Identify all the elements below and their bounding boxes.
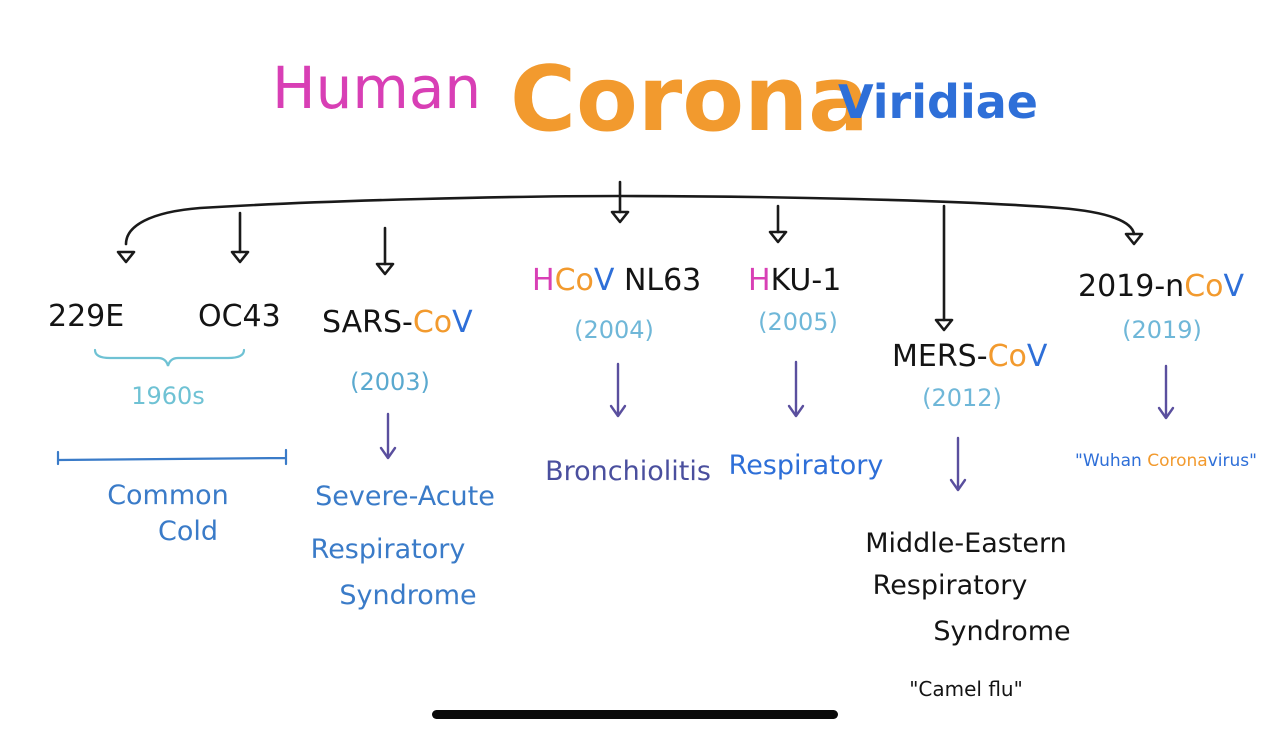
group-hcov-nl63: HCoV NL63 (2004) Bronchiolitis: [532, 263, 711, 487]
virus-nl63-name-suffix: NL63: [614, 263, 701, 298]
arrow-hku1-disease: [787, 360, 805, 418]
virus-mers-name-co: Co: [988, 339, 1027, 374]
virus-mers-name-v: V: [1027, 339, 1048, 374]
arrowhead-mers: [934, 318, 954, 332]
note-wuhan-open: "Wuhan: [1075, 451, 1147, 471]
note-wuhan-coronavirus: "Wuhan Coronavirus": [1075, 451, 1257, 471]
arrow-sars-disease: [379, 412, 397, 460]
arrowhead-nl63: [610, 210, 630, 224]
year-ncov: (2019): [1122, 316, 1202, 344]
virus-mers-name-prefix: MERS-: [892, 339, 988, 374]
note-wuhan-corona: Corona: [1147, 451, 1207, 471]
disease-mers-line1: Middle-Eastern: [865, 528, 1067, 559]
disease-sars-line2: Respiratory: [311, 534, 466, 565]
disease-hku1: Respiratory: [729, 450, 884, 481]
left-branch-curve: [124, 194, 622, 246]
virus-sars-name-prefix: SARS-: [322, 305, 413, 340]
arrowhead-sars: [375, 262, 395, 276]
brace-1960s: [93, 348, 246, 367]
arrowhead-hku1: [768, 230, 788, 244]
group-sars-cov: SARS-CoV (2003) Severe-Acute Respiratory…: [311, 305, 495, 611]
branch-connectors: [116, 180, 1144, 332]
arrowhead-229e: [116, 250, 136, 264]
group-229e-oc43: 229E OC43 1960s Common Cold: [48, 299, 288, 547]
virus-hku1-name-rest: KU-1: [771, 263, 842, 298]
year-sars: (2003): [350, 368, 430, 396]
disease-common-cold-line1: Common: [107, 480, 229, 511]
virus-sars-name: SARS-CoV: [322, 305, 473, 340]
virus-sars-name-co: Co: [413, 305, 452, 340]
title-viridiae: Viridiae: [838, 75, 1038, 129]
virus-nl63-name-h: H: [532, 263, 555, 298]
virus-mers-name: MERS-CoV: [892, 339, 1048, 374]
arrow-mers-disease: [949, 436, 967, 492]
arrow-nl63-disease: [609, 362, 627, 418]
virus-hku1-name: HKU-1: [748, 263, 841, 298]
title-human: Human: [272, 54, 481, 122]
disease-mers-line2: Respiratory: [873, 570, 1028, 601]
arrow-ncov-disease: [1157, 364, 1175, 420]
virus-229e-name: 229E: [48, 299, 124, 334]
disease-mers-line3: Syndrome: [933, 616, 1070, 647]
group-hku-1: HKU-1 (2005) Respiratory: [729, 263, 884, 481]
group-mers-cov: MERS-CoV (2012) Middle-Eastern Respirato…: [865, 339, 1070, 701]
arrowhead-ncov: [1124, 232, 1144, 246]
virus-oc43-name: OC43: [198, 299, 281, 334]
virus-nl63-name: HCoV NL63: [532, 263, 701, 298]
disease-sars-line1: Severe-Acute: [315, 481, 495, 512]
year-1960s: 1960s: [131, 382, 205, 410]
virus-ncov-name-v: V: [1224, 269, 1245, 304]
diagram-title: Human Corona Viridiae: [272, 47, 1038, 152]
virus-nl63-name-v: V: [594, 263, 615, 298]
virus-ncov-name: 2019-nCoV: [1078, 269, 1245, 304]
virus-hku1-name-h: H: [748, 263, 771, 298]
disease-sars-line3: Syndrome: [339, 580, 476, 611]
year-mers: (2012): [922, 384, 1002, 412]
right-branch-curve: [618, 194, 1136, 236]
note-wuhan-close: virus": [1208, 451, 1257, 471]
virus-ncov-name-co: Co: [1184, 269, 1223, 304]
disease-common-cold-line2: Cold: [158, 516, 218, 547]
disease-nl63: Bronchiolitis: [545, 456, 711, 487]
group-2019-ncov: 2019-nCoV (2019) "Wuhan Coronavirus": [1075, 269, 1257, 471]
note-camel-flu: "Camel flu": [909, 677, 1023, 701]
arrowhead-oc43: [230, 250, 250, 264]
title-corona: Corona: [510, 47, 869, 152]
year-nl63: (2004): [574, 316, 654, 344]
virus-nl63-name-co: Co: [555, 263, 594, 298]
bracket-common-cold: [56, 448, 288, 466]
year-hku1: (2005): [758, 308, 838, 336]
virus-ncov-name-prefix: 2019-n: [1078, 269, 1184, 304]
virus-sars-name-v: V: [452, 305, 473, 340]
home-indicator-bar[interactable]: [432, 710, 838, 719]
